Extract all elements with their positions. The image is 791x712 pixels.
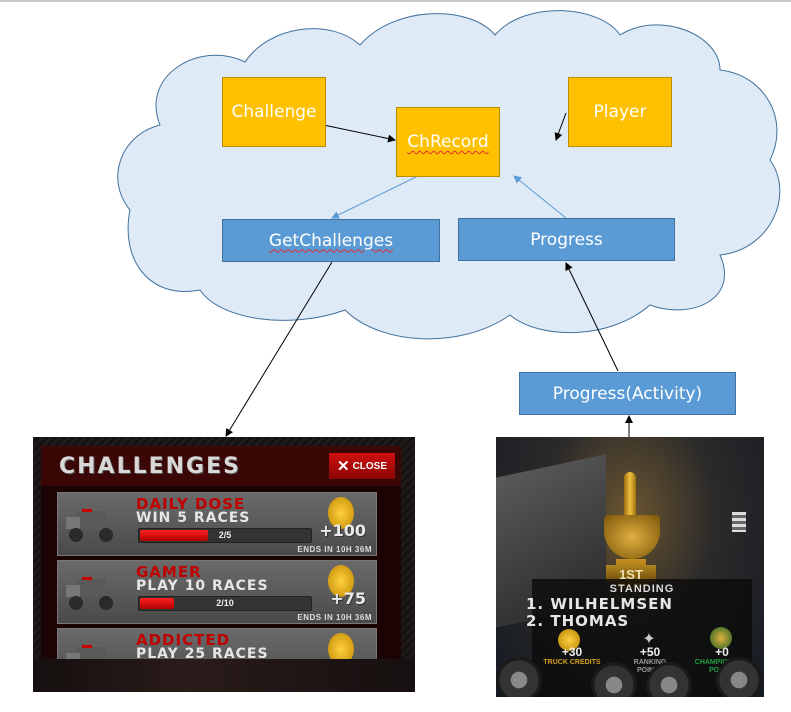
edge-chrecord-getchallenges bbox=[331, 175, 419, 219]
standing-title: STANDING bbox=[609, 583, 675, 595]
node-progress-activity[interactable]: Progress(Activity) bbox=[519, 372, 736, 415]
standing-row: 1. WILHELMSEN bbox=[526, 595, 673, 613]
trophy-icon bbox=[624, 472, 636, 517]
node-progress-label: Progress bbox=[530, 229, 603, 250]
challenges-panel: CHALLENGES ✕ CLOSE DAILY DOSE WIN 5 RACE… bbox=[41, 446, 401, 692]
stadium-lights-icon bbox=[732, 512, 746, 532]
challenge-progress-text: 2/5 bbox=[218, 530, 232, 540]
stat-truck-credits: +30 TRUCK CREDITS bbox=[542, 645, 602, 667]
coin-icon bbox=[328, 497, 354, 529]
node-progress-activity-label: Progress(Activity) bbox=[552, 383, 703, 404]
challenge-task: WIN 5 RACES bbox=[136, 510, 251, 526]
trophy-cup bbox=[604, 515, 660, 559]
challenge-name: GAMER bbox=[136, 563, 202, 581]
node-challenge[interactable]: Challenge bbox=[222, 77, 326, 147]
place-badge: 1ST bbox=[606, 565, 656, 583]
edge-getchallenges-screen bbox=[225, 261, 333, 437]
challenge-ends: ENDS IN 10H 36M bbox=[297, 545, 372, 554]
challenge-task: PLAY 10 RACES bbox=[136, 578, 269, 594]
challenge-progress-bar: 2/10 bbox=[138, 596, 312, 611]
challenge-progress-fill bbox=[140, 530, 208, 541]
challenge-name: DAILY DOSE bbox=[136, 495, 246, 513]
challenge-progress-bar: 2/5 bbox=[138, 528, 312, 543]
challenges-screenshot: CHALLENGES ✕ CLOSE DAILY DOSE WIN 5 RACE… bbox=[33, 437, 415, 692]
wheel-image bbox=[716, 657, 762, 697]
edge-progress-chrecord bbox=[513, 175, 567, 219]
challenge-name: ADDICTED bbox=[136, 631, 231, 649]
truck-icon bbox=[66, 509, 113, 542]
challenge-card[interactable]: GAMER PLAY 10 RACES 2/10 +75 ENDS IN 10H… bbox=[57, 560, 377, 624]
close-label: CLOSE bbox=[352, 460, 388, 472]
node-player-label: Player bbox=[593, 102, 647, 122]
close-button[interactable]: ✕ CLOSE bbox=[329, 453, 395, 479]
eagle-icon: ✦ bbox=[642, 631, 656, 648]
node-challenge-label: Challenge bbox=[231, 102, 317, 122]
race-result-screenshot: 1ST STANDING 1. WILHELMSEN 2. THOMAS ✦ +… bbox=[496, 437, 764, 697]
challenge-reward: +100 bbox=[319, 521, 366, 540]
challenges-bottom-overlay bbox=[33, 659, 415, 692]
node-get-challenges-label: GetChallenges bbox=[268, 230, 394, 251]
wheel-image bbox=[591, 662, 637, 697]
close-icon: ✕ bbox=[336, 458, 350, 475]
trophy-small-icon bbox=[710, 627, 732, 649]
top-border bbox=[0, 0, 791, 2]
challenge-task: PLAY 25 RACES bbox=[136, 646, 269, 662]
challenges-header: CHALLENGES ✕ CLOSE bbox=[41, 446, 401, 486]
challenges-title: CHALLENGES bbox=[59, 454, 241, 479]
edge-player-chrecord bbox=[554, 112, 567, 141]
stat-value: +30 bbox=[561, 645, 583, 659]
stat-value: +50 bbox=[639, 645, 661, 659]
wheel-image bbox=[496, 657, 542, 697]
node-progress[interactable]: Progress bbox=[458, 218, 675, 261]
node-chrecord[interactable]: ChRecord bbox=[396, 107, 500, 177]
stat-value: +0 bbox=[715, 645, 729, 659]
node-get-challenges[interactable]: GetChallenges bbox=[222, 219, 440, 262]
truck-icon bbox=[66, 577, 113, 610]
challenge-reward: +75 bbox=[330, 589, 366, 608]
challenge-progress-fill bbox=[140, 598, 174, 609]
coin-icon bbox=[328, 565, 354, 597]
standing-row: 2. THOMAS bbox=[526, 612, 630, 630]
standing-panel: STANDING 1. WILHELMSEN 2. THOMAS ✦ +30 T… bbox=[526, 579, 752, 697]
wheel-image bbox=[646, 662, 692, 697]
edge-activity-progress bbox=[565, 262, 619, 372]
challenge-card[interactable]: DAILY DOSE WIN 5 RACES 2/5 +100 ENDS IN … bbox=[57, 492, 377, 556]
coin-icon bbox=[558, 629, 580, 651]
node-player[interactable]: Player bbox=[568, 77, 672, 147]
challenge-ends: ENDS IN 10H 36M bbox=[297, 613, 372, 622]
node-chrecord-label: ChRecord bbox=[407, 132, 489, 152]
challenge-progress-text: 2/10 bbox=[216, 598, 234, 608]
stat-label: TRUCK CREDITS bbox=[543, 659, 601, 666]
